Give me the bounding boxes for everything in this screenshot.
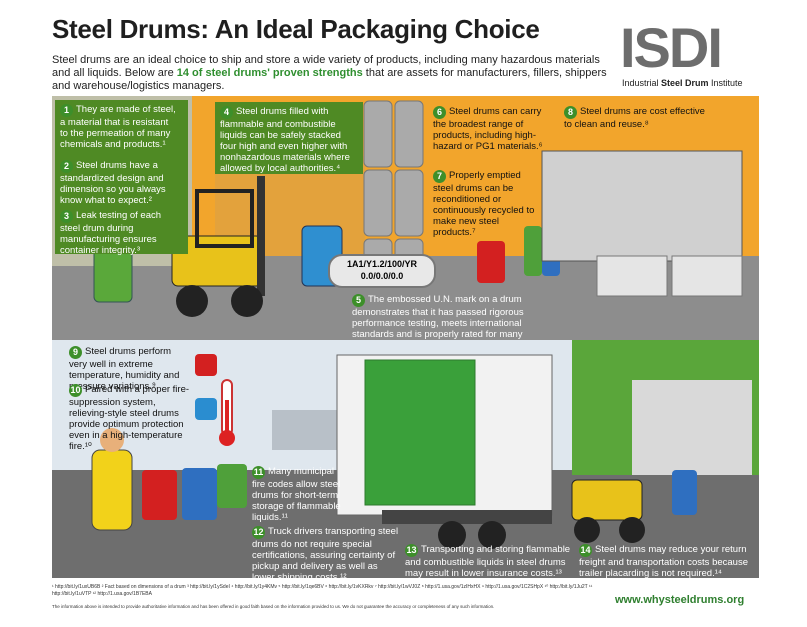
transport-illustration [91,340,759,549]
footnotes: ¹ http://bit.ly/1uxUB6B ² Fact based on … [52,584,593,597]
info-item-1-3-box [55,100,188,218]
product-drum-stack [363,100,424,260]
logo-subtitle: Industrial Steel Drum Institute [622,78,743,88]
item-number: 11 [252,466,265,479]
green-drum [217,464,247,508]
item-number: 10 [69,384,82,397]
thermometer-icon [195,354,235,446]
intro-text-end: that are assets for manufacturers, fille… [52,67,607,92]
info-item-4-box [215,102,363,174]
un-mark-line-2: 0.0/0.0/0.0 [360,271,404,281]
green-recycle-drum [524,226,542,276]
intro-paragraph: Steel drums are an ideal choice to ship … [52,54,612,93]
un-mark-line-1: 1A1/Y1.2/100/YR [346,259,418,269]
item-text: Steel drums may reduce your return freig… [579,544,748,578]
item-number: 3 [60,210,73,223]
item-text: Truck drivers transporting steel drums d… [252,526,399,578]
item-number: 14 [579,544,592,557]
item-text: Steel drums are cost effective to clean … [564,106,705,130]
red-recycle-drum [477,241,505,283]
item-text: Properly emptied steel drums can be reco… [433,170,535,238]
cleaning-machine [541,150,743,262]
item-text: Leak testing of each steel drum during m… [60,210,162,256]
disclaimer: The information above is intended to pro… [52,604,495,609]
item-number: 9 [69,346,82,359]
item-number: 4 [220,106,233,119]
item-number: 8 [564,106,577,119]
item-number: 6 [433,106,446,119]
item-number: 1 [60,104,73,117]
intro-highlight: 14 of steel drums' proven strengths [176,67,363,79]
intro-text-start: Steel drums are an ideal choice to ship … [52,54,600,79]
page-title: Steel Drums: An Ideal Packaging Choice [52,14,540,44]
trailer-drum-load [364,359,476,506]
logo-subtitle-pre: Industrial [622,78,662,88]
green-drum [93,247,133,303]
item-text: Steel drums have a standardized design a… [60,160,166,206]
logo-subtitle-bold: Steel Drum [661,78,709,88]
item-text: Transporting and storing flammable and c… [405,544,571,578]
website-link[interactable]: www.whysteeldrums.org [615,594,745,606]
item-text: Steel drums perform very well in extreme… [69,346,180,392]
item-number: 5 [352,294,365,307]
item-text: Steel drums can carry the broadest range… [433,106,543,152]
item-number: 13 [405,544,418,557]
logo-letters: ISDI [620,16,723,79]
info-item-3-box [55,206,188,254]
item-number: 12 [252,526,265,539]
item-number: 7 [433,170,446,183]
item-text: Many municipal fire codes allow steel dr… [252,466,341,523]
item-text: Steel drums filled with flammable and co… [220,106,350,174]
warehouse-doorway [632,380,752,475]
item-text: They are made of steel, a material that … [60,104,176,150]
item-text: Paired with a proper fire-suppression sy… [69,384,190,452]
forklift-2 [571,470,697,543]
isdi-logo: ISDI Industrial Steel Drum Institute [620,16,770,89]
un-mark-badge: 1A1/Y1.2/100/YR 0.0/0.0/0.0 [328,254,436,288]
logo-subtitle-post: Institute [708,78,743,88]
item-number: 2 [60,160,73,173]
blue-drum [182,468,217,520]
red-drum [142,470,177,520]
fire-worker [91,428,133,531]
item-text: The embossed U.N. mark on a drum demonst… [352,294,524,340]
forklift [171,176,265,317]
